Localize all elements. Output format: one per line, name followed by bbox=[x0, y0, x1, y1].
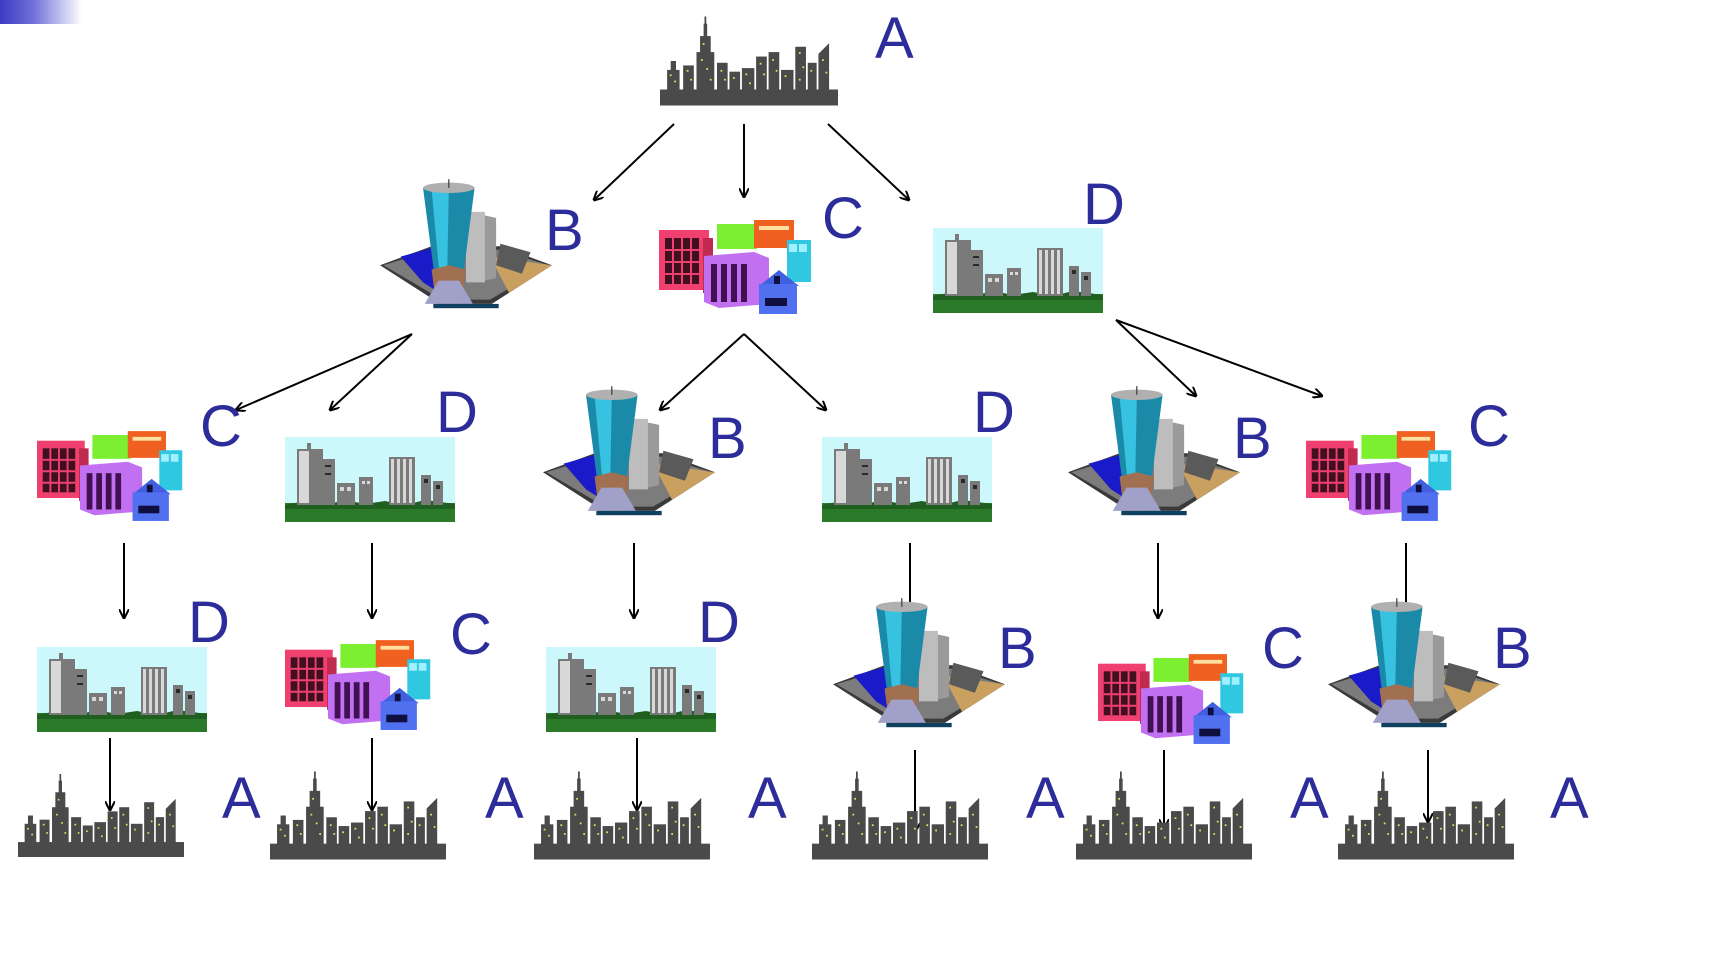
node-n2: C bbox=[658, 186, 864, 316]
colorful-buildings-icon bbox=[1098, 653, 1245, 745]
node-layer: A B C D C D B D B C D C D B C B A A A A A A bbox=[18, 6, 1589, 860]
node-n15: B bbox=[1328, 597, 1532, 728]
city-park-icon bbox=[37, 647, 207, 732]
arrow-n2-to-n6 bbox=[660, 333, 745, 410]
node-label: C bbox=[1262, 616, 1304, 681]
node-label: A bbox=[485, 766, 524, 831]
node-label: D bbox=[436, 380, 478, 445]
node-n20: A bbox=[1076, 766, 1329, 860]
node-n1: B bbox=[380, 178, 584, 309]
node-label: C bbox=[200, 394, 242, 459]
node-root: A bbox=[660, 6, 914, 106]
node-n8: B bbox=[1068, 385, 1272, 516]
node-label: A bbox=[222, 766, 261, 831]
arrow-n2-to-n7 bbox=[743, 333, 826, 410]
arrow-root-to-n1 bbox=[594, 123, 675, 200]
node-label: C bbox=[450, 602, 492, 667]
node-label: A bbox=[1026, 766, 1065, 831]
node-n9: C bbox=[1306, 394, 1510, 522]
node-n5: D bbox=[285, 380, 478, 522]
node-label: A bbox=[748, 766, 787, 831]
node-label: D bbox=[188, 590, 230, 655]
node-n14: C bbox=[1098, 616, 1304, 745]
tower-icon bbox=[380, 178, 552, 309]
night-skyline-icon bbox=[534, 771, 710, 860]
tower-icon bbox=[1068, 385, 1240, 516]
node-label: C bbox=[822, 186, 864, 251]
corner-gradient-decoration bbox=[0, 0, 82, 24]
node-n7: D bbox=[822, 380, 1015, 522]
node-n17: A bbox=[270, 766, 524, 860]
node-n11: C bbox=[285, 602, 492, 731]
node-n19: A bbox=[812, 766, 1065, 860]
node-n16: A bbox=[18, 766, 261, 857]
node-label: D bbox=[698, 590, 740, 655]
node-n12: D bbox=[546, 590, 740, 732]
node-label: D bbox=[973, 380, 1015, 445]
arrow-n3-to-n9 bbox=[1115, 319, 1322, 396]
node-n6: B bbox=[543, 385, 747, 516]
node-n18: A bbox=[534, 766, 787, 860]
node-label: A bbox=[1550, 766, 1589, 831]
tower-icon bbox=[1328, 597, 1500, 728]
node-n13: B bbox=[833, 597, 1037, 728]
night-skyline-icon bbox=[1338, 771, 1514, 860]
city-park-icon bbox=[933, 228, 1103, 313]
colorful-buildings-icon bbox=[658, 218, 813, 316]
city-park-icon bbox=[546, 647, 716, 732]
node-label: B bbox=[1233, 406, 1272, 471]
arrow-root-to-n3 bbox=[827, 123, 909, 200]
node-label: A bbox=[1290, 766, 1329, 831]
node-label: A bbox=[875, 6, 914, 71]
night-skyline-icon bbox=[812, 771, 988, 860]
arrow-n3-to-n8 bbox=[1115, 319, 1196, 396]
node-label: B bbox=[998, 616, 1037, 681]
node-label: B bbox=[1493, 616, 1532, 681]
colorful-buildings-icon bbox=[285, 639, 432, 731]
node-label: C bbox=[1468, 394, 1510, 459]
tower-icon bbox=[833, 597, 1005, 728]
node-n3: D bbox=[933, 172, 1125, 313]
node-label: B bbox=[545, 198, 584, 263]
night-skyline-icon bbox=[18, 774, 184, 857]
node-label: D bbox=[1083, 172, 1125, 237]
node-n4: C bbox=[37, 394, 242, 522]
arrow-n1-to-n4 bbox=[236, 333, 413, 410]
city-park-icon bbox=[822, 437, 992, 522]
city-park-icon bbox=[285, 437, 455, 522]
node-label: B bbox=[708, 406, 747, 471]
node-n21: A bbox=[1338, 766, 1589, 860]
node-n10: D bbox=[37, 590, 230, 732]
colorful-buildings-icon bbox=[1306, 430, 1453, 522]
arrow-n1-to-n5 bbox=[330, 333, 413, 410]
tower-icon bbox=[543, 385, 715, 516]
colorful-buildings-icon bbox=[37, 430, 184, 522]
night-skyline-icon bbox=[660, 16, 838, 106]
night-skyline-icon bbox=[270, 771, 446, 860]
